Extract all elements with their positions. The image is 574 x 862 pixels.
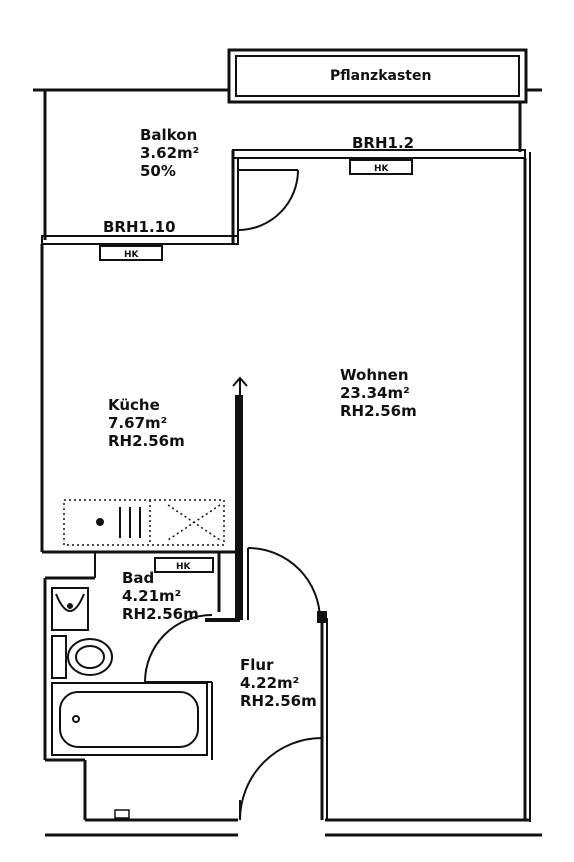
wohnen-height: RH2.56m — [340, 402, 417, 420]
bad-area: 4.21m² — [122, 587, 181, 605]
planter-box: Pflanzkasten — [227, 48, 528, 104]
planter-label: Pflanzkasten — [330, 68, 431, 84]
balkon-area: 3.62m² — [140, 144, 199, 162]
label-wohnen: Wohnen 23.34m² RH2.56m — [340, 366, 417, 420]
kueche-height: RH2.56m — [108, 432, 185, 450]
flur-height: RH2.56m — [240, 692, 317, 710]
kitchen-sink — [96, 507, 141, 538]
toilet — [51, 635, 113, 679]
label-brh-right: BRH1.2 — [352, 134, 414, 152]
label-kueche: Küche 7.67m² RH2.56m — [108, 396, 185, 450]
balkon-name: Balkon — [140, 126, 197, 144]
kueche-name: Küche — [108, 396, 160, 414]
flur-area: 4.22m² — [240, 674, 299, 692]
wohnen-area: 23.34m² — [340, 384, 410, 402]
bad-height: RH2.56m — [122, 605, 199, 623]
entrance-door — [239, 737, 323, 821]
kitchen-partition — [232, 376, 248, 620]
kitchen-counter — [63, 499, 225, 546]
flur-name: Flur — [240, 656, 274, 674]
heater-label: HK — [124, 250, 140, 260]
bathtub — [51, 682, 208, 756]
heater-label: HK — [374, 164, 390, 174]
heater-label: HK — [176, 562, 192, 572]
living-door — [247, 547, 327, 623]
heater-kitchen: HK — [99, 245, 163, 261]
balcony-walls — [41, 90, 526, 245]
label-brh-left: BRH1.10 — [103, 218, 176, 236]
apartment-walls — [40, 152, 542, 837]
bath-door — [144, 614, 213, 683]
washbasin — [51, 587, 89, 631]
fuse-box — [114, 809, 130, 819]
kueche-area: 7.67m² — [108, 414, 167, 432]
wohnen-name: Wohnen — [340, 366, 409, 384]
heater-living: HK — [349, 159, 413, 175]
label-balkon: Balkon 3.62m² 50% — [140, 126, 199, 180]
label-bad: Bad 4.21m² RH2.56m — [122, 569, 199, 623]
balcony-door — [237, 169, 299, 231]
parapet-right-label: BRH1.2 — [352, 134, 414, 152]
balkon-note: 50% — [140, 162, 176, 180]
heater-bath: HK — [154, 557, 214, 573]
parapet-left-label: BRH1.10 — [103, 218, 176, 236]
bad-name: Bad — [122, 569, 154, 587]
label-flur: Flur 4.22m² RH2.56m — [240, 656, 317, 710]
